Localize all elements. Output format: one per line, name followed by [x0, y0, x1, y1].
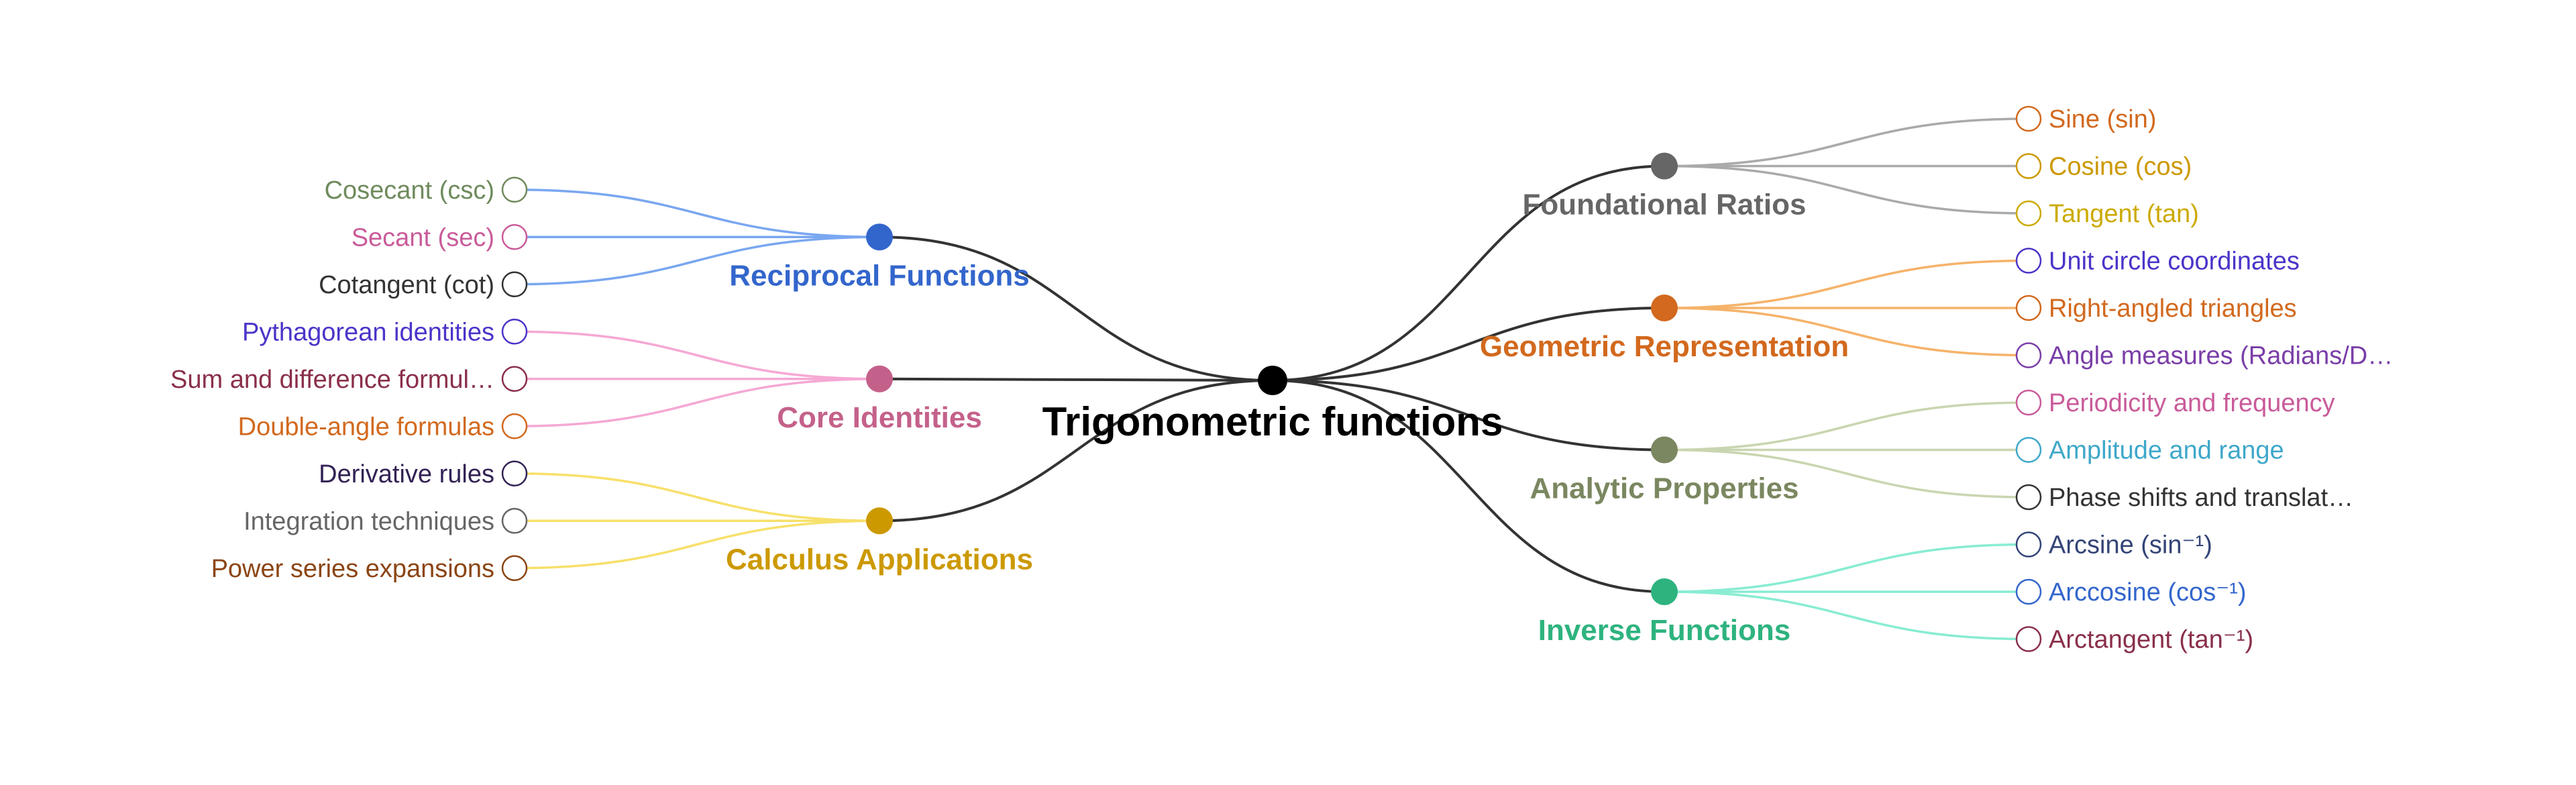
- leaf-label: Arccosine (cos⁻¹): [2049, 578, 2247, 607]
- leaf-label: Periodicity and frequency: [2049, 389, 2335, 417]
- link-inverse-to-arcsine-sin: [1664, 543, 2029, 593]
- branch-label-calculus: Calculus Applications: [726, 543, 1033, 576]
- leaf-label: Power series expansions: [211, 555, 494, 583]
- leaf-label: Unit circle coordinates: [2049, 248, 2300, 276]
- leaf-label: Angle measures (Radians/D…: [2049, 342, 2393, 370]
- leaf-node-cotangent-cot[interactable]: [501, 271, 528, 297]
- link-root-to-foundational: [1272, 164, 1665, 382]
- branch-label-reciprocal: Reciprocal Functions: [729, 259, 1029, 292]
- branch-node-foundational[interactable]: [1651, 152, 1678, 180]
- link-reciprocal-to-cotangent-cot: [514, 235, 880, 286]
- link-inverse-to-arctangent-tan: [1664, 590, 2029, 641]
- link-core-to-double-angle-formulas: [514, 378, 880, 427]
- branch-node-analytic[interactable]: [1651, 436, 1678, 464]
- branch-node-inverse[interactable]: [1651, 578, 1678, 605]
- leaf-label: Secant (sec): [352, 223, 494, 252]
- leaf-label: Cosecant (csc): [325, 176, 494, 205]
- branch-label-core: Core Identities: [777, 401, 982, 434]
- leaf-node-double-angle-formulas[interactable]: [501, 413, 528, 439]
- branch-label-analytic: Analytic Properties: [1529, 472, 1799, 505]
- mindmap-links: [514, 117, 2029, 641]
- leaf-node-derivative-rules[interactable]: [501, 460, 528, 486]
- mindmap-labels: Cosecant (csc) Secant (sec) Cotangent (cot…: [170, 105, 2393, 654]
- branch-node-reciprocal[interactable]: [866, 223, 893, 251]
- leaf-node-cosecant-csc[interactable]: [501, 176, 528, 203]
- link-analytic-to-phase-shifts-and-translat: [1664, 448, 2029, 499]
- leaf-node-periodicity-and-frequency[interactable]: [2015, 389, 2042, 416]
- leaf-label: Derivative rules: [319, 460, 494, 488]
- branch-label-inverse: Inverse Functions: [1538, 614, 1791, 647]
- leaf-node-arcsine-sin[interactable]: [2015, 531, 2042, 558]
- leaf-label: Sine (sin): [2049, 105, 2157, 134]
- link-analytic-to-periodicity-and-frequency: [1664, 401, 2029, 452]
- leaf-node-phase-shifts-and-translat[interactable]: [2015, 484, 2042, 511]
- branch-node-core[interactable]: [866, 365, 893, 392]
- leaf-label: Right-angled triangles: [2049, 295, 2297, 323]
- branch-node-geometric[interactable]: [1651, 295, 1678, 321]
- leaf-label: Cosine (cos): [2049, 153, 2192, 181]
- leaf-node-integration-techniques[interactable]: [501, 508, 528, 534]
- leaf-label: Amplitude and range: [2049, 437, 2284, 465]
- leaf-label: Sum and difference formul…: [170, 366, 494, 394]
- root-node[interactable]: [1258, 366, 1287, 395]
- leaf-label: Cotangent (cot): [319, 271, 494, 299]
- leaf-label: Arcsine (sin⁻¹): [2049, 531, 2212, 560]
- link-reciprocal-to-cosecant-csc: [514, 189, 880, 238]
- link-calculus-to-derivative-rules: [514, 472, 880, 522]
- leaf-node-tangent-tan[interactable]: [2015, 200, 2042, 227]
- leaf-node-pythagorean-identities[interactable]: [501, 319, 528, 345]
- link-root-to-core: [879, 377, 1273, 382]
- link-foundational-to-tangent-tan: [1664, 164, 2029, 215]
- leaf-label: Pythagorean identities: [242, 318, 494, 346]
- leaf-node-arctangent-tan[interactable]: [2015, 626, 2042, 652]
- link-root-to-geometric: [1272, 307, 1665, 382]
- mindmap-nodes: [501, 105, 2042, 652]
- branch-label-geometric: Geometric Representation: [1480, 330, 1849, 363]
- leaf-node-sum-and-difference-formul[interactable]: [501, 366, 528, 392]
- leaf-node-sine-sin[interactable]: [2015, 105, 2042, 132]
- leaf-label: Integration techniques: [244, 507, 494, 535]
- leaf-node-angle-measures-radians-d[interactable]: [2015, 342, 2042, 368]
- leaf-node-unit-circle-coordinates[interactable]: [2015, 248, 2042, 274]
- leaf-label: Tangent (tan): [2049, 200, 2199, 228]
- link-root-to-reciprocal: [879, 235, 1273, 382]
- link-core-to-pythagorean-identities: [514, 330, 880, 380]
- link-calculus-to-power-series-expansions: [514, 519, 880, 570]
- leaf-node-arccosine-cos[interactable]: [2015, 578, 2042, 605]
- link-root-to-inverse: [1272, 379, 1665, 593]
- link-root-to-analytic: [1272, 379, 1665, 452]
- root-label: Trigonometric functions: [1042, 399, 1503, 444]
- leaf-label: Arctangent (tan⁻¹): [2049, 626, 2253, 654]
- link-geometric-to-unit-circle-coordinates: [1664, 259, 2029, 309]
- link-geometric-to-angle-measures-radians-d: [1664, 307, 2029, 357]
- leaf-node-cosine-cos[interactable]: [2015, 153, 2042, 179]
- link-foundational-to-sine-sin: [1664, 117, 2029, 168]
- leaf-node-power-series-expansions[interactable]: [501, 555, 528, 581]
- branch-node-calculus[interactable]: [866, 507, 893, 535]
- leaf-label: Phase shifts and translat…: [2049, 484, 2353, 512]
- branch-label-foundational: Foundational Ratios: [1523, 189, 1807, 221]
- leaf-node-right-angled-triangles[interactable]: [2015, 295, 2042, 321]
- link-root-to-calculus: [879, 379, 1273, 523]
- leaf-node-secant-sec[interactable]: [501, 224, 528, 250]
- leaf-node-amplitude-and-range[interactable]: [2015, 437, 2042, 463]
- leaf-label: Double-angle formulas: [238, 413, 494, 441]
